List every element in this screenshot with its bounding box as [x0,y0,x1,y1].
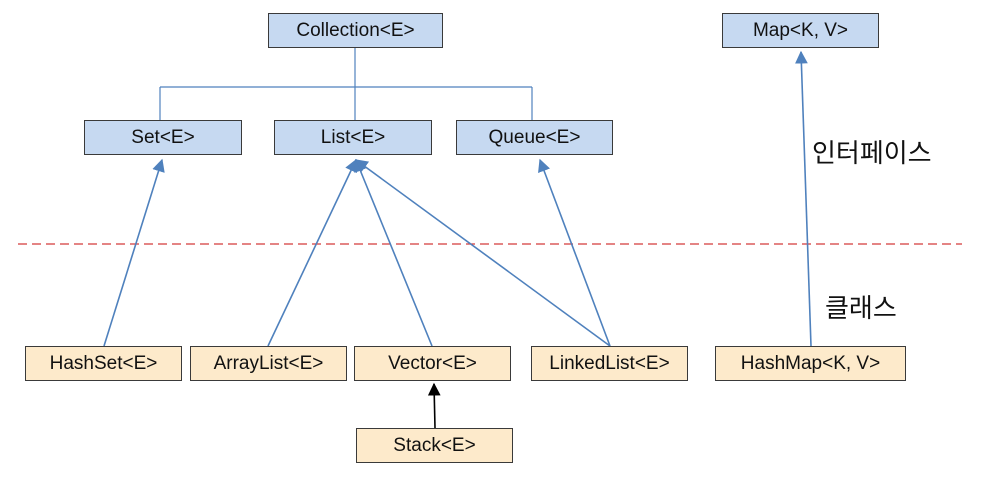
interface-layer-label: 인터페이스 [812,139,932,169]
interface-label-set: Set<E> [131,126,195,148]
arrow-hashmap-to-map [794,50,812,347]
interface-label-collection: Collection<E> [296,19,415,41]
interface-box-map: Map<K, V> [722,13,879,48]
class-box-arraylist: ArrayList<E> [190,346,347,381]
interface-label-queue: Queue<E> [488,126,581,148]
arrow-vector-to-list [354,158,433,347]
interface-label-map: Map<K, V> [752,19,849,41]
arrow-hashset-to-set [103,158,165,347]
class-label-arraylist: ArrayList<E> [213,352,324,374]
class-label-vector: Vector<E> [388,352,477,374]
arrow-linkedlist-to-queue [538,158,611,347]
interface-box-collection: Collection<E> [268,13,443,48]
implementation-arrows [103,50,812,347]
interface-label-list: List<E> [320,126,386,148]
arrow-linkedlist-to-list [354,159,611,347]
class-box-hashmap: HashMap<K, V> [715,346,906,381]
class-label-linkedlist: LinkedList<E> [549,352,670,374]
class-layer-label: 클래스 [825,294,897,324]
class-label-hashmap: HashMap<K, V> [740,352,881,374]
interface-box-list: List<E> [274,120,432,155]
class-box-linkedlist: LinkedList<E> [531,346,688,381]
class-label-hashset: HashSet<E> [49,352,158,374]
class-label-stack: Stack<E> [393,434,476,456]
arrow-stack-to-vector [427,382,441,429]
interface-box-set: Set<E> [84,120,242,155]
class-box-hashset: HashSet<E> [25,346,182,381]
interface-box-queue: Queue<E> [456,120,613,155]
arrow-arraylist-to-list [267,158,357,347]
collection-tree-connector [159,48,533,120]
class-box-stack: Stack<E> [356,428,513,463]
class-box-vector: Vector<E> [354,346,511,381]
